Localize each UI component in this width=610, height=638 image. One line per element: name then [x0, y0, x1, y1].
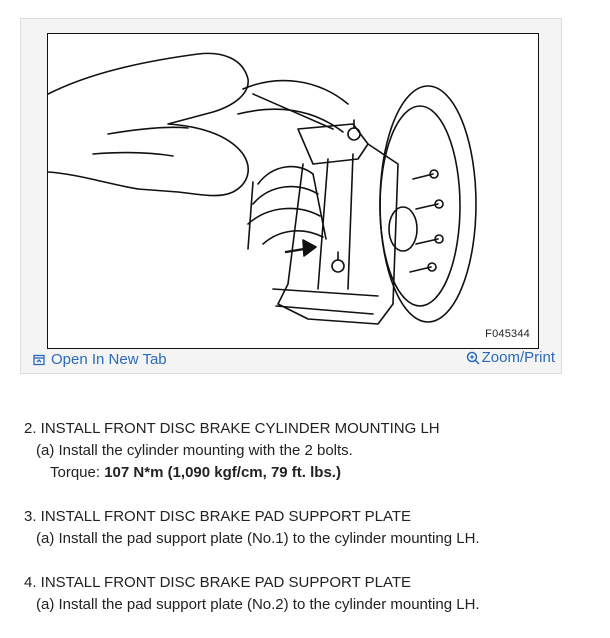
- torque-spec: Torque: 107 N*m (1,090 kgf/cm, 79 ft. lb…: [24, 462, 594, 484]
- torque-value: 107 N*m (1,090 kgf/cm, 79 ft. lbs.): [104, 464, 341, 481]
- step-3: 3. INSTALL FRONT DISC BRAKE PAD SUPPORT …: [24, 506, 594, 550]
- step-title: 4. INSTALL FRONT DISC BRAKE PAD SUPPORT …: [24, 574, 412, 591]
- zoom-print-label: Zoom/Print: [481, 349, 555, 366]
- step-title: 3. INSTALL FRONT DISC BRAKE PAD SUPPORT …: [24, 508, 412, 525]
- step-2: 2. INSTALL FRONT DISC BRAKE CYLINDER MOU…: [24, 418, 594, 484]
- zoom-print-link[interactable]: Zoom/Print: [466, 349, 555, 366]
- figure-card: F045344 Open In New Tab Zoom/Print: [20, 18, 562, 374]
- torque-label: Torque:: [50, 464, 105, 481]
- open-in-new-tab-label: Open In New Tab: [51, 351, 167, 368]
- step-substep: (a) Install the cylinder mounting with t…: [36, 442, 353, 459]
- figure-toolbar: Open In New Tab Zoom/Print: [21, 347, 561, 373]
- open-in-new-tab-link[interactable]: Open In New Tab: [33, 351, 167, 368]
- brake-caliper-illustration: [48, 52, 477, 325]
- step-substep: (a) Install the pad support plate (No.2)…: [36, 596, 480, 613]
- step-substep: (a) Install the pad support plate (No.1)…: [36, 530, 480, 547]
- step-title: 2. INSTALL FRONT DISC BRAKE CYLINDER MOU…: [24, 420, 440, 437]
- magnifier-icon: [466, 351, 480, 365]
- brake-diagram-frame: F045344: [47, 33, 539, 349]
- instruction-steps: 2. INSTALL FRONT DISC BRAKE CYLINDER MOU…: [24, 418, 594, 638]
- step-4: 4. INSTALL FRONT DISC BRAKE PAD SUPPORT …: [24, 572, 594, 616]
- figure-code: F045344: [485, 328, 530, 340]
- open-new-tab-icon: [33, 354, 45, 365]
